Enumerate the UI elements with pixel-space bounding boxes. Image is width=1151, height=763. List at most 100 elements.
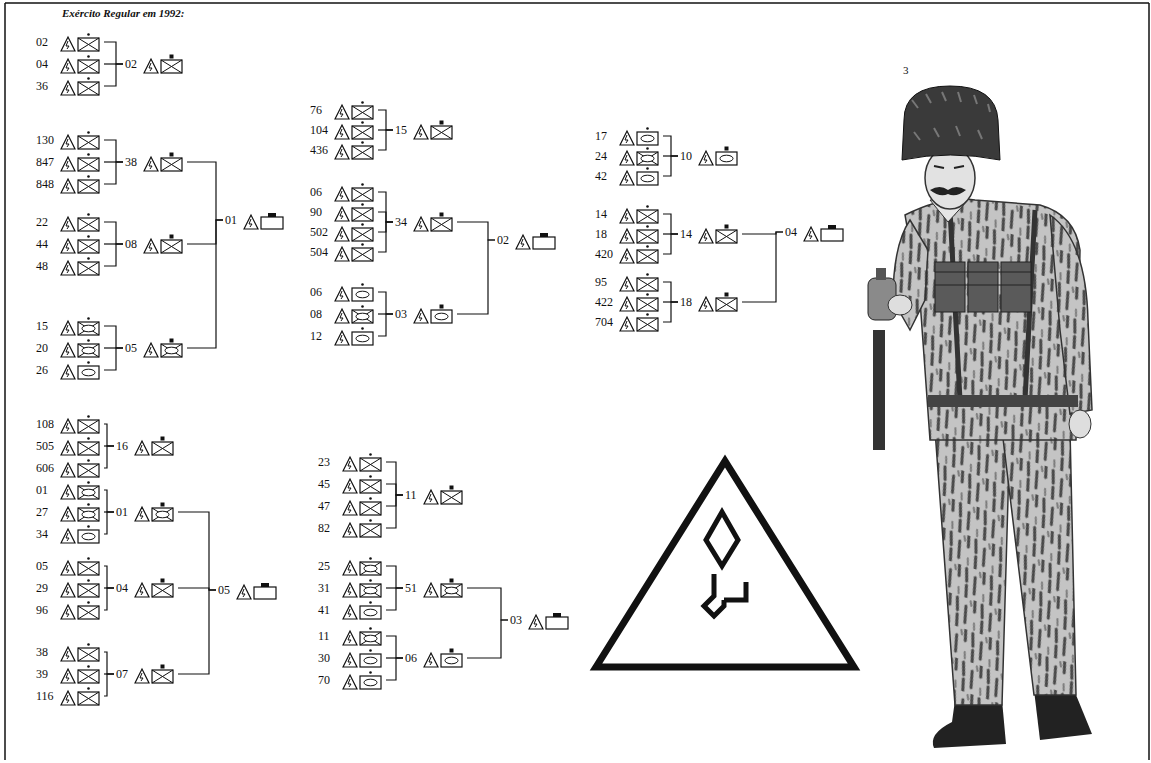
- unit-number: 10: [680, 149, 698, 163]
- regiment-unit: 422: [595, 291, 661, 313]
- brigade-unit: 01: [116, 501, 176, 523]
- unit-symbol: [60, 457, 102, 479]
- unit-symbol: [60, 685, 102, 707]
- unit-number: 23: [318, 455, 342, 469]
- bracket-connector: [378, 130, 393, 150]
- unit-symbol: [619, 291, 661, 313]
- regiment-unit: 47: [318, 495, 384, 517]
- regiment-unit: 116: [36, 685, 102, 707]
- brigade-unit: 51: [405, 577, 465, 599]
- unit-symbol: [619, 243, 661, 265]
- bracket-connector: [663, 234, 678, 254]
- brigade-unit: 18: [680, 291, 740, 313]
- unit-number: 96: [36, 603, 60, 617]
- unit-symbol: [60, 599, 102, 621]
- diagram-title: Exército Regular em 1992:: [62, 7, 185, 19]
- unit-symbol: [342, 625, 384, 647]
- unit-number: 25: [318, 559, 342, 573]
- unit-number: 51: [405, 581, 423, 595]
- unit-symbol: [334, 281, 376, 303]
- bracket-connector: [178, 512, 216, 590]
- bracket-connector: [457, 222, 495, 240]
- unit-number: 90: [310, 205, 334, 219]
- regiment-unit: 25: [318, 555, 384, 577]
- unit-symbol: [143, 151, 185, 173]
- regiment-unit: 505: [36, 435, 102, 457]
- unit-symbol: [334, 201, 376, 223]
- unit-number: 06: [310, 285, 334, 299]
- unit-symbol: [143, 233, 185, 255]
- bracket-connector: [386, 658, 403, 680]
- brigade-unit: 04: [116, 577, 176, 599]
- bracket-connector: [663, 214, 678, 234]
- unit-symbol: [60, 577, 102, 599]
- unit-symbol: [619, 165, 661, 187]
- bracket-connector: [386, 484, 403, 495]
- bracket-connector: [742, 232, 783, 302]
- regiment-unit: 847: [36, 151, 102, 173]
- unit-symbol: [60, 173, 102, 195]
- regiment-unit: 11: [318, 625, 384, 647]
- bracket-connector: [187, 220, 223, 244]
- brigade-unit: 02: [125, 53, 185, 75]
- bracket-connector: [467, 620, 508, 658]
- regiment-unit: 95: [595, 271, 661, 293]
- unit-symbol: [60, 337, 102, 359]
- brigade-unit: 34: [395, 211, 455, 233]
- regiment-unit: 30: [318, 647, 384, 669]
- bracket-connector: [104, 162, 123, 184]
- unit-symbol: [134, 663, 176, 685]
- unit-number: 07: [116, 667, 134, 681]
- regiment-unit: 04: [36, 53, 102, 75]
- regiment-unit: 31: [318, 577, 384, 599]
- unit-number: 116: [36, 689, 60, 703]
- unit-number: 34: [36, 527, 60, 541]
- brigade-unit: 05: [125, 337, 185, 359]
- unit-symbol: [60, 555, 102, 577]
- bracket-connector: [663, 282, 678, 302]
- bracket-connector: [104, 588, 114, 610]
- bracket-connector: [104, 348, 123, 370]
- unit-number: 95: [595, 275, 619, 289]
- unit-symbol: [423, 647, 465, 669]
- bracket-connector: [178, 590, 216, 674]
- unit-number: 16: [116, 439, 134, 453]
- unit-number: 05: [36, 559, 60, 573]
- unit-number: 18: [680, 295, 698, 309]
- regiment-unit: 14: [595, 203, 661, 225]
- unit-symbol: [60, 315, 102, 337]
- unit-number: 47: [318, 499, 342, 513]
- unit-symbol: [60, 75, 102, 97]
- regiment-unit: 45: [318, 473, 384, 495]
- unit-number: 39: [36, 667, 60, 681]
- bracket-connector: [104, 140, 123, 162]
- unit-symbol: [619, 271, 661, 293]
- unit-symbol: [342, 517, 384, 539]
- unit-number: 36: [36, 79, 60, 93]
- bracket-connector: [104, 446, 114, 468]
- regiment-unit: 08: [310, 303, 376, 325]
- bracket-connector: [386, 566, 403, 588]
- unit-number: 04: [785, 225, 803, 239]
- unit-number: 04: [116, 581, 134, 595]
- unit-number: 14: [595, 207, 619, 221]
- corps-unit: 05: [218, 579, 278, 601]
- unit-symbol: [342, 473, 384, 495]
- regiment-unit: 15: [36, 315, 102, 337]
- regiment-unit: 01: [36, 479, 102, 501]
- brigade-unit: 03: [395, 303, 455, 325]
- unit-number: 06: [405, 651, 423, 665]
- unit-symbol: [334, 139, 376, 161]
- unit-symbol: [143, 337, 185, 359]
- unit-number: 44: [36, 237, 60, 251]
- unit-number: 15: [36, 319, 60, 333]
- unit-symbol: [334, 99, 376, 121]
- regiment-unit: 05: [36, 555, 102, 577]
- bracket-connector: [378, 192, 393, 222]
- unit-number: 48: [36, 259, 60, 273]
- unit-symbol: [60, 53, 102, 75]
- unit-number: 02: [497, 233, 515, 247]
- regiment-unit: 108: [36, 413, 102, 435]
- unit-symbol: [60, 151, 102, 173]
- regiment-unit: 130: [36, 129, 102, 151]
